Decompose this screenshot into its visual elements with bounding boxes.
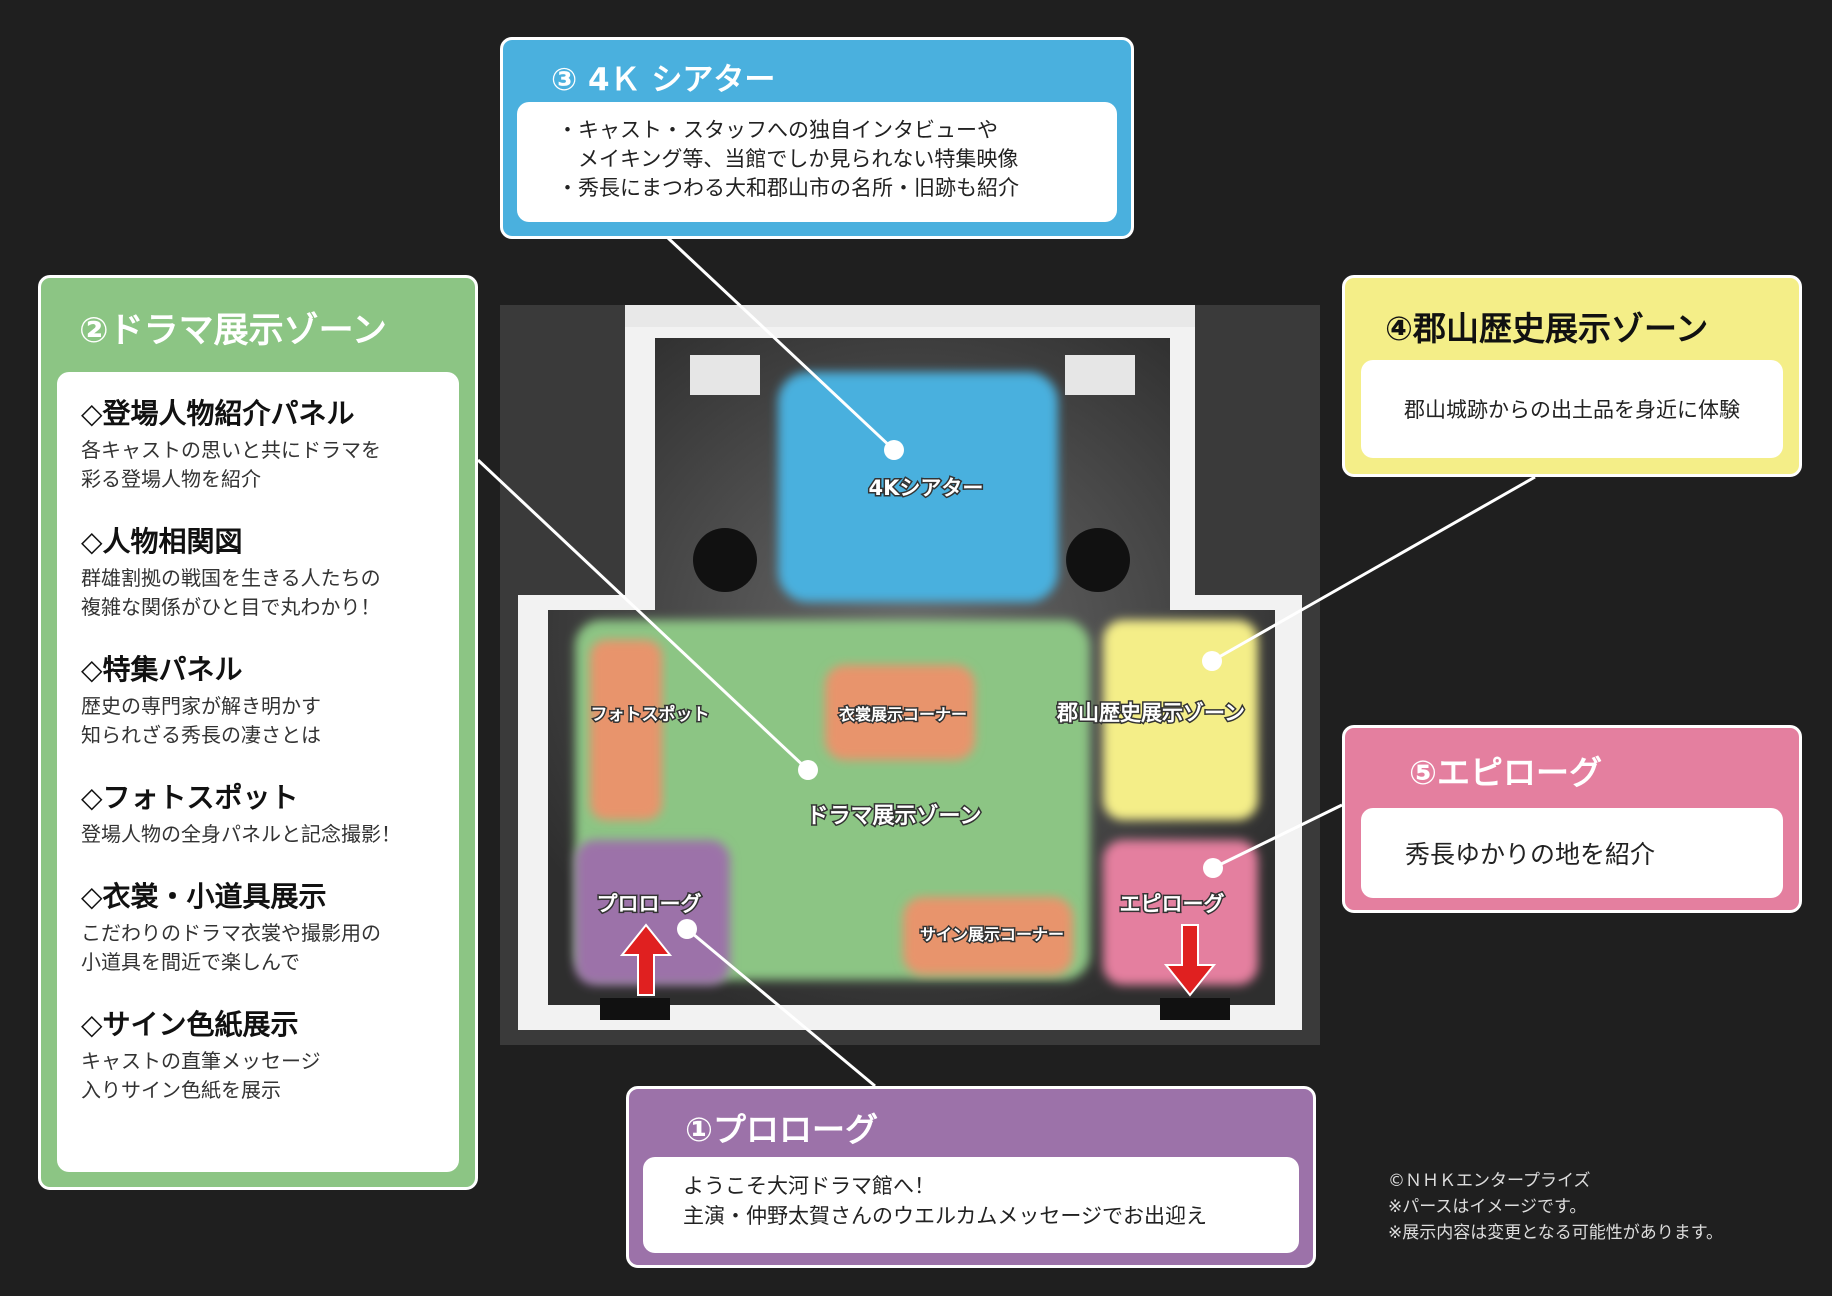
epilogue-desc: 秀長ゆかりの地を紹介 [1405,840,1656,869]
ceiling-beam [625,305,1195,327]
feature-item: ◇フォトスポット 登場人物の全身パネルと記念撮影！ [81,780,449,849]
credit-line: ※展示内容は変更となる可能性があります。 [1388,1223,1724,1243]
marker-theater [884,440,904,460]
marker-epilogue [1203,858,1223,878]
marker-prologue [677,919,697,939]
connector-history [1211,475,1536,663]
history-card: ④郡山歴史展示ゾーン 郡山城跡からの出土品を身近に体験 [1342,275,1802,477]
drama-card: ②ドラマ展示ゾーン ◇登場人物紹介パネル 各キャストの思いと共にドラマを 彩る登… [38,275,478,1190]
prologue-card: ①プロローグ ようこそ大河ドラマ館へ！ 主演・仲野太賀さんのウエルカムメッセージ… [626,1086,1316,1268]
feature-desc-line: 彩る登場人物を紹介 [81,467,261,491]
zone-theater [778,372,1058,602]
prologue-title: ①プロローグ [685,1110,878,1149]
feature-desc-line: 群雄割拠の戦国を生きる人たちの [81,566,381,590]
label-epilogue: エピローグ [1120,892,1225,916]
projector-right [1065,355,1135,395]
prologue-body: ようこそ大河ドラマ館へ！ 主演・仲野太賀さんのウエルカムメッセージでお出迎え [643,1157,1299,1253]
feature-desc-line: 各キャストの思いと共にドラマを [81,438,381,462]
history-body: 郡山城跡からの出土品を身近に体験 [1361,360,1783,458]
credit-line: ※パースはイメージです。 [1388,1197,1587,1217]
feature-desc-line: 複雑な関係がひと目で丸わかり！ [81,595,381,619]
feature-desc-line: 入りサイン色紙を展示 [81,1078,281,1102]
connector-theater [666,236,896,452]
drama-title: ②ドラマ展示ゾーン [79,311,387,351]
credit-line: ©ＮＨＫエンタープライズ [1388,1171,1591,1191]
label-history: 郡山歴史展示ゾーン [1056,701,1245,725]
theater-body: ・キャスト・スタッフへの独自インタビューや メイキング等、当館でしか見られない特… [517,102,1117,222]
feature-heading: ◇衣裳・小道具展示 [81,880,327,913]
feature-heading: ◇フォトスポット [81,781,299,814]
zone-epilogue [1103,840,1258,985]
history-desc: 郡山城跡からの出土品を身近に体験 [1404,398,1740,422]
feature-item: ◇登場人物紹介パネル 各キャストの思いと共にドラマを 彩る登場人物を紹介 [81,396,449,494]
label-drama: ドラマ展示ゾーン [807,803,982,829]
prologue-line: ようこそ大河ドラマ館へ！ [683,1174,935,1198]
feature-desc-line: キャストの直筆メッセージ [81,1049,321,1073]
epilogue-title: ⑤エピローグ [1409,753,1602,792]
label-theater: 4Kシアター [869,476,984,500]
theater-line: メイキング等、当館でしか見られない特集映像 [557,147,1019,171]
marker-drama [798,760,818,780]
label-photo-spot: フォトスポット [591,704,710,725]
theater-line: ・キャスト・スタッフへの独自インタビューや [557,118,998,142]
speaker-left [693,528,757,592]
entrance-arrow-icon [619,923,673,996]
feature-desc-line: こだわりのドラマ衣裳や撮影用の [81,921,381,945]
connector-drama [476,458,810,772]
feature-desc: 群雄割拠の戦国を生きる人たちの 複雑な関係がひと目で丸わかり！ [81,564,449,622]
corner-costume [825,665,975,760]
feature-desc: キャストの直筆メッセージ 入りサイン色紙を展示 [81,1047,449,1105]
feature-desc-line: 歴史の専門家が解き明かす [81,694,321,718]
feature-desc-line: 登場人物の全身パネルと記念撮影！ [81,822,401,846]
feature-heading: ◇人物相関図 [81,525,243,558]
zone-history [1103,620,1258,820]
feature-desc: 各キャストの思いと共にドラマを 彩る登場人物を紹介 [81,436,449,494]
theater-card: ③ 4Ｋ シアター ・キャスト・スタッフへの独自インタビューや メイキング等、当… [500,37,1134,239]
label-prologue: プロローグ [597,892,702,916]
feature-desc: 登場人物の全身パネルと記念撮影！ [81,820,449,849]
theater-title: ③ 4Ｋ シアター [551,62,776,98]
feature-item: ◇特集パネル 歴史の専門家が解き明かす 知られざる秀長の凄さとは [81,652,449,750]
drama-body: ◇登場人物紹介パネル 各キャストの思いと共にドラマを 彩る登場人物を紹介 ◇人物… [57,372,459,1172]
speaker-right [1066,528,1130,592]
feature-desc-line: 小道具を間近で楽しんで [81,950,300,974]
theater-line: ・秀長にまつわる大和郡山市の名所・旧跡も紹介 [557,176,1019,200]
feature-desc-line: 知られざる秀長の凄さとは [81,723,321,747]
feature-heading: ◇サイン色紙展示 [81,1008,299,1041]
feature-desc: 歴史の専門家が解き明かす 知られざる秀長の凄さとは [81,692,449,750]
exit-door [1160,998,1230,1020]
prologue-line: 主演・仲野太賀さんのウエルカムメッセージでお出迎え [683,1204,1207,1228]
projector-left [690,355,760,395]
feature-heading: ◇登場人物紹介パネル [81,397,355,430]
zone-prologue [575,840,730,985]
feature-item: ◇衣裳・小道具展示 こだわりのドラマ衣裳や撮影用の 小道具を間近で楽しんで [81,879,449,977]
exit-arrow-icon [1163,924,1217,997]
label-sign: サイン展示コーナー [920,925,1064,944]
corner-sign [903,897,1073,975]
feature-heading: ◇特集パネル [81,653,243,686]
epilogue-body: 秀長ゆかりの地を紹介 [1361,808,1783,898]
feature-item: ◇サイン色紙展示 キャストの直筆メッセージ 入りサイン色紙を展示 [81,1007,449,1105]
connector-prologue [686,927,876,1088]
corner-photo-spot [590,640,662,820]
epilogue-card: ⑤エピローグ 秀長ゆかりの地を紹介 [1342,725,1802,913]
marker-history [1202,651,1222,671]
history-title: ④郡山歴史展示ゾーン [1385,309,1709,348]
feature-item: ◇人物相関図 群雄割拠の戦国を生きる人たちの 複雑な関係がひと目で丸わかり！ [81,524,449,622]
credits: ©ＮＨＫエンタープライズ ※パースはイメージです。 ※展示内容は変更となる可能性… [1388,1168,1723,1246]
connector-epilogue [1212,803,1343,870]
entrance-door [600,998,670,1020]
feature-desc: こだわりのドラマ衣裳や撮影用の 小道具を間近で楽しんで [81,919,449,977]
label-costume: 衣裳展示コーナー [839,705,967,724]
